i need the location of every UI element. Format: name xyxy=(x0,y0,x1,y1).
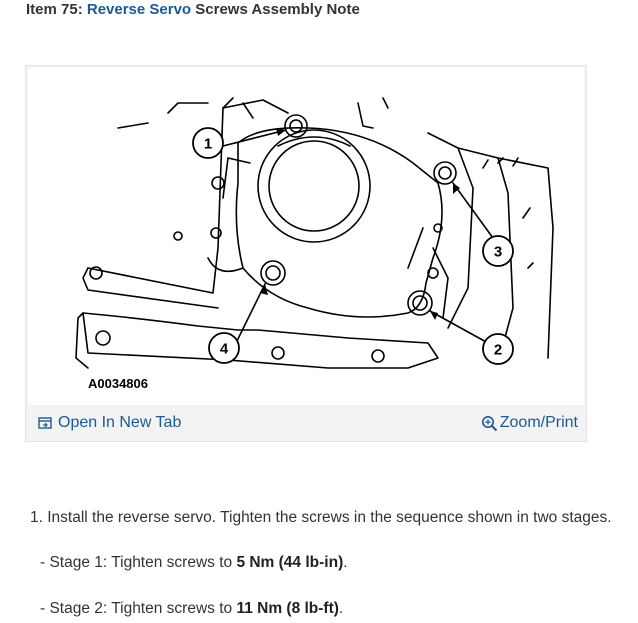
callout-4-circle xyxy=(208,332,240,364)
title-suffix: Screws Assembly Note xyxy=(191,1,360,18)
servo-diagram[interactable]: 1 2 3 4 A0034806 xyxy=(28,68,584,405)
stage-2-period: . xyxy=(338,600,344,617)
page-title: Item 75: Reverse Servo Screws Assembly N… xyxy=(26,1,360,18)
reverse-servo-link[interactable]: Reverse Servo xyxy=(86,1,192,18)
stage-2-torque: 11 Nm (8 lb-ft) xyxy=(236,600,339,617)
zoom-print-label: Zoom/Print xyxy=(499,414,578,431)
magnifier-icon xyxy=(481,415,498,432)
servo-diagram-svg: 1 2 3 4 A0034806 xyxy=(75,97,554,391)
callout-3-circle xyxy=(482,235,514,267)
callout-1-circle xyxy=(192,127,224,159)
figure-container: 1 2 3 4 A0034806 Open In New Tab Zoom/ xyxy=(25,65,587,442)
figure-code: A0034806 xyxy=(88,376,148,391)
callout-2-circle xyxy=(482,333,514,365)
title-prefix: Item 75: xyxy=(26,1,87,18)
callout-2-label: 2 xyxy=(494,342,502,359)
step-1-text: 1. Install the reverse servo. Tighten th… xyxy=(30,509,612,526)
stage-2-text: - Stage 2: Tighten screws to xyxy=(40,600,237,617)
stage-1-line: - Stage 1: Tighten screws to 5 Nm (44 lb… xyxy=(40,554,348,572)
callout-3-label: 3 xyxy=(494,244,502,261)
open-in-new-tab-label: Open In New Tab xyxy=(58,414,182,431)
open-tab-icon xyxy=(38,416,52,430)
callout-4-label: 4 xyxy=(220,341,229,358)
zoom-print-link[interactable]: Zoom/Print xyxy=(481,414,578,432)
stage-1-period: . xyxy=(343,554,348,571)
open-in-new-tab-link[interactable]: Open In New Tab xyxy=(38,414,181,432)
stage-2-line: - Stage 2: Tighten screws to 11 Nm (8 lb… xyxy=(40,600,343,618)
callout-1-label: 1 xyxy=(204,136,212,153)
stage-1-text: - Stage 1: Tighten screws to xyxy=(40,554,237,571)
stage-1-torque: 5 Nm (44 lb-in) xyxy=(236,554,344,571)
